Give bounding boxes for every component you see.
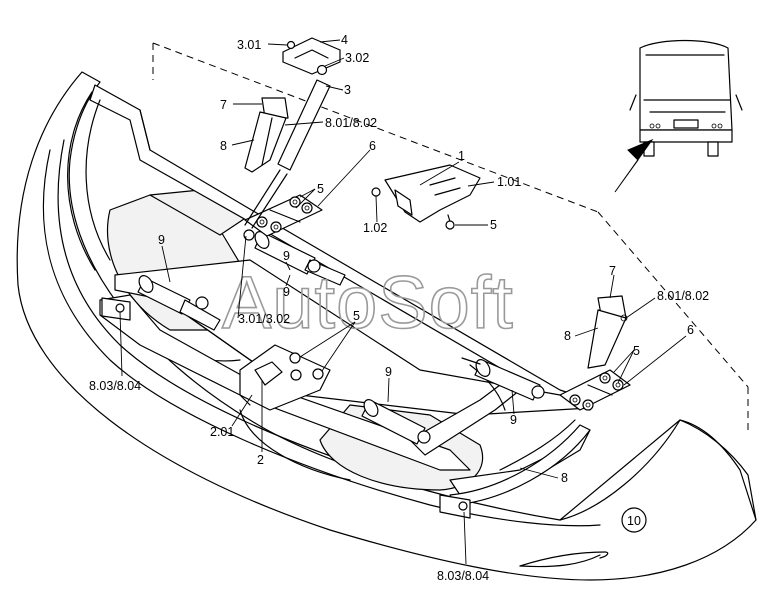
strut-upper-center [254,231,346,286]
label-8-01-right: 8.01/8.02 [657,289,709,303]
strut-right [461,357,545,401]
label-8-03-bottom: 8.03/8.04 [437,569,489,583]
label-5-top: 5 [317,182,324,196]
leader-lines [119,39,687,565]
label-3-01-3-02: 3.01/3.02 [238,312,290,326]
label-1-01: 1.01 [497,175,521,189]
lower-arc-bracket [449,419,591,506]
label-6-top: 6 [369,139,376,153]
label-6-right: 6 [687,323,694,337]
latch-right [587,295,628,369]
label-8-01-left: 8.01/8.02 [325,116,377,130]
dashed-outline [152,42,749,432]
watermark-text: AutoSoft [222,261,514,344]
latch-left [244,97,289,173]
label-2: 2 [257,453,264,467]
label-4: 4 [341,33,348,47]
label-9-d: 9 [510,413,517,427]
label-10: 10 [627,514,641,528]
hinge-right [559,369,631,411]
bus-front-icon [614,39,743,193]
label-5-right: 5 [633,344,640,358]
label-7-left: 7 [220,98,227,112]
label-8-left: 8 [220,139,227,153]
label-9-a: 9 [158,233,165,247]
label-9-b-upper: 9 [283,249,290,263]
mount-bracket-1 [371,164,481,230]
hinge-top [244,194,323,237]
label-8-03-left: 8.03/8.04 [89,379,141,393]
gas-struts [137,231,545,445]
part-labels: 3.01 4 3.02 3 7 8.01/8.02 8 6 5 1 1.01 1… [89,33,709,583]
center-lock-bracket [239,344,331,411]
label-8-bottom: 8 [561,471,568,485]
strut-center [361,399,431,445]
label-3-02: 3.02 [345,51,369,65]
gas-spring-top [243,37,341,241]
label-5-mid: 5 [490,218,497,232]
label-9-c: 9 [385,365,392,379]
label-7-right: 7 [609,264,616,278]
label-2-01: 2.01 [210,425,234,439]
strut-left-upper [137,275,221,331]
label-3-01-top: 3.01 [237,38,261,52]
label-1-02: 1.02 [363,221,387,235]
label-8-right: 8 [564,329,571,343]
part-10-circle [621,507,647,533]
label-5-center: 5 [353,309,360,323]
label-3: 3 [344,83,351,97]
label-1: 1 [458,149,465,163]
label-9-b-lower: 9 [283,285,290,299]
pivot-bolts [101,297,471,519]
